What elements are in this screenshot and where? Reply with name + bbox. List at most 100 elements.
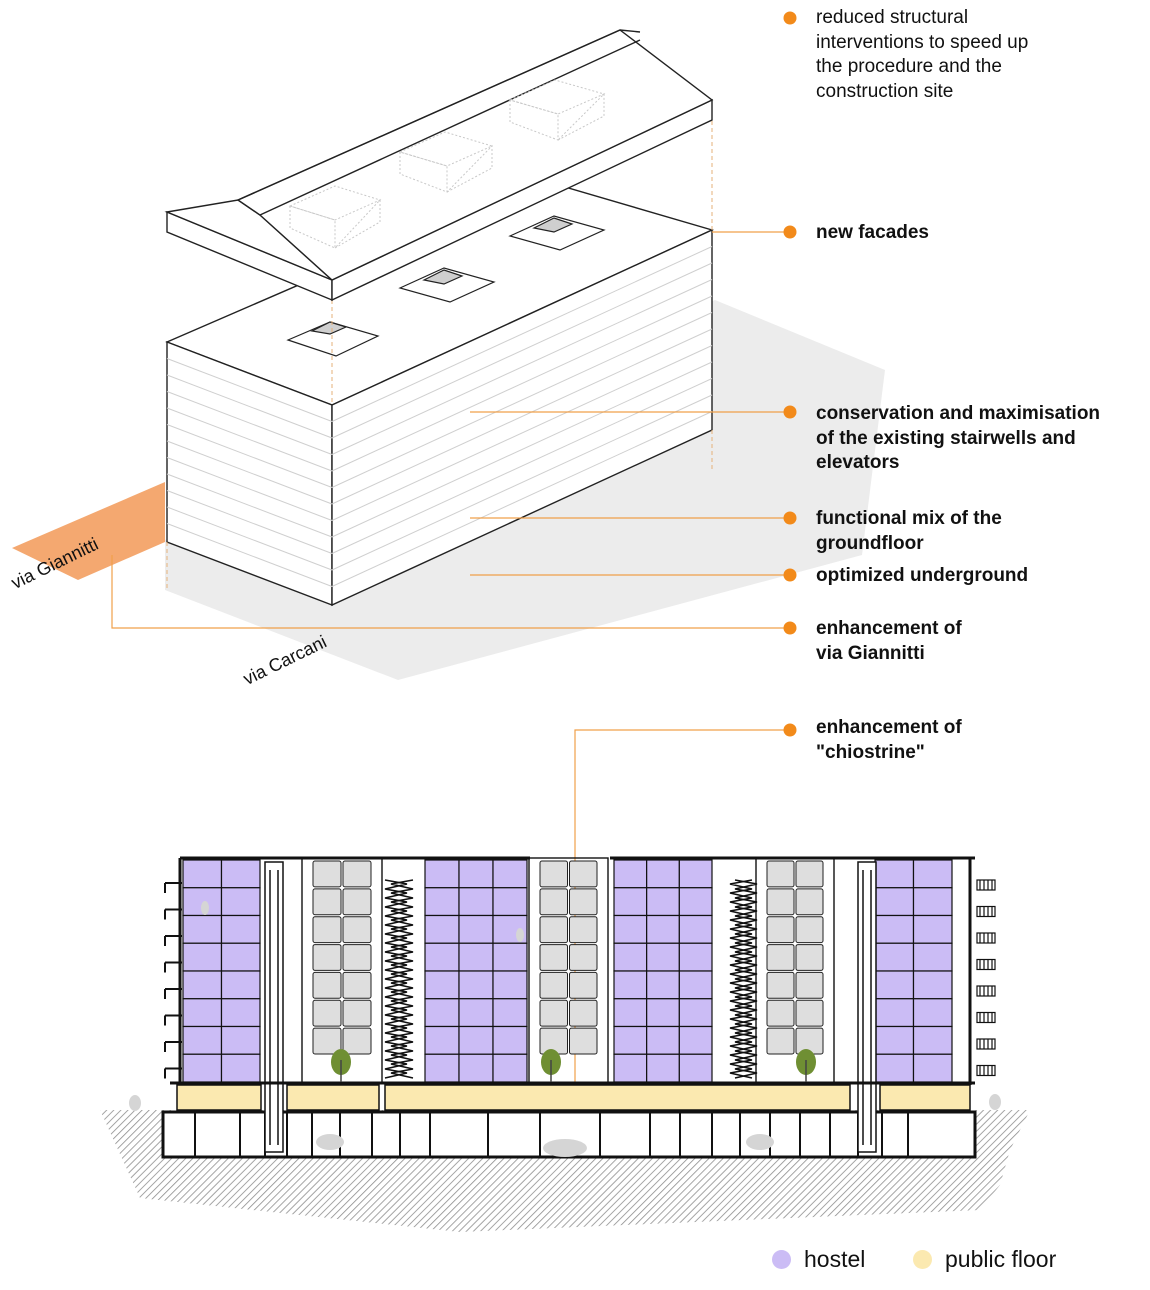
hostel-room [458, 859, 494, 889]
facade-line [331, 378, 713, 554]
hostel-room [492, 998, 528, 1028]
stair-flight [729, 879, 753, 1079]
hostel-room [220, 859, 261, 889]
hostel-room [646, 887, 680, 917]
hostel-room [458, 970, 494, 1000]
balcony [976, 932, 996, 944]
hostel-room [182, 998, 223, 1028]
hostel-room [424, 1053, 460, 1083]
hostel-room [613, 998, 648, 1028]
stair-core-cell [312, 860, 342, 888]
balcony [976, 1064, 996, 1077]
hostel-room [678, 970, 713, 1000]
hostel-room [613, 970, 648, 1000]
stair-flight [734, 879, 758, 1079]
hostel-room [182, 914, 223, 944]
underground-dividers [194, 1113, 909, 1156]
stair-core-cell [539, 971, 568, 999]
elevator-shafts [264, 861, 877, 1153]
hostel-room [874, 942, 915, 972]
hostel-room [678, 942, 713, 972]
annotation-chiostrine: enhancement of"chiostrine" [816, 717, 962, 763]
via-giannitti-highlight [12, 482, 165, 580]
facade-line [331, 312, 713, 488]
facade-line [166, 440, 333, 505]
stair-core-cell [569, 1027, 598, 1055]
stair-core-cell [539, 916, 568, 944]
roof-skylight-ghosts [288, 79, 606, 249]
facade-line [331, 411, 713, 587]
hostel-room [458, 887, 494, 917]
stair-core-cell [342, 916, 372, 944]
stair-core-cell [766, 888, 795, 916]
hostel-room [678, 887, 713, 917]
stair-core-cell [569, 944, 598, 971]
hostel-room [912, 887, 953, 917]
stair-core-cell [342, 971, 372, 999]
stair-core-cell [539, 944, 568, 971]
hostel-room [874, 887, 915, 917]
hostel-room [646, 998, 680, 1028]
annotation-new-facades: new facades [816, 222, 929, 243]
hostel-room [613, 859, 648, 889]
building-section [100, 856, 1030, 1232]
hostel-room [424, 887, 460, 917]
hostel-room [424, 970, 460, 1000]
hostel-room [220, 998, 261, 1028]
facade-line [166, 424, 333, 488]
hostel-room [613, 1053, 648, 1083]
legend-hostel: hostel [772, 1246, 865, 1273]
balcony [976, 985, 996, 997]
hostel-room [182, 1053, 223, 1083]
hostel-room [678, 859, 713, 889]
stair-core-cell [795, 971, 824, 999]
hostel-room [424, 859, 460, 889]
hostel-room [874, 1053, 915, 1083]
legend-public-floor-label: public floor [945, 1246, 1057, 1272]
hostel-blocks [182, 859, 953, 1083]
hostel-room [678, 1025, 713, 1055]
hostel-room [492, 1025, 528, 1055]
stair-core-cell [795, 860, 824, 888]
stair-core-cell [539, 860, 568, 888]
stair-core-cell [312, 916, 342, 944]
hostel-room [613, 887, 648, 917]
stair-core-cell [539, 999, 568, 1027]
hostel-room [646, 914, 680, 944]
facade-line [166, 391, 333, 455]
stair-core-cell [795, 888, 824, 916]
stair-core-cell [766, 916, 795, 944]
hostel-room [492, 859, 528, 889]
hostel-room [182, 970, 223, 1000]
hostel-room [220, 942, 261, 972]
annotation-leaders [111, 231, 790, 1085]
hostel-room [492, 887, 528, 917]
stair-core-cell [795, 944, 824, 971]
facade-line [166, 457, 333, 521]
stair-core-cell [766, 1027, 795, 1055]
hostel-room [458, 998, 494, 1028]
hostel-room [458, 1025, 494, 1055]
hostel-room [424, 1025, 460, 1055]
balcony [976, 958, 996, 971]
hostel-room [874, 998, 915, 1028]
hostel-room [613, 942, 648, 972]
facade-line [331, 279, 713, 455]
stair-core-cell [795, 999, 824, 1027]
facade-line [166, 407, 333, 472]
stair-core-cell [312, 1027, 342, 1055]
hostel-room [912, 914, 953, 944]
hostel-room [912, 998, 953, 1028]
hostel-room [646, 859, 680, 889]
hostel-room [912, 942, 953, 972]
facade-line [166, 473, 333, 538]
stair-core-cell [312, 999, 342, 1027]
stair-core-cell [569, 860, 598, 888]
legend-public-floor: public floor [913, 1246, 1056, 1273]
hostel-room [874, 1025, 915, 1055]
stair-core-cell [795, 916, 824, 944]
facade-line [166, 490, 333, 554]
